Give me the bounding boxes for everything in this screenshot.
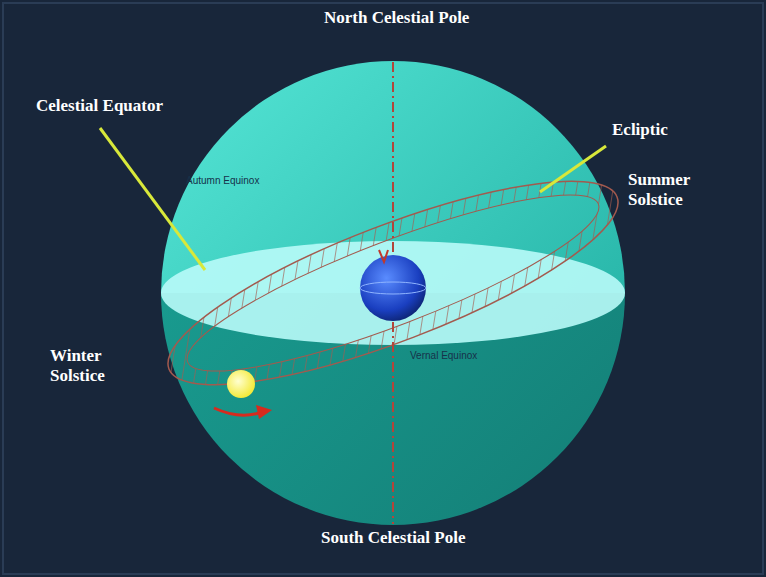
- region-label: Ecliptic: [612, 120, 668, 140]
- leader-line: [100, 128, 205, 270]
- region-label: Celestial Equator: [36, 96, 163, 116]
- point-label: Autumn Equinox: [186, 175, 259, 187]
- region-label: Summer Solstice: [628, 170, 738, 209]
- region-label: North Celestial Pole: [324, 8, 469, 28]
- leader-line: [540, 146, 606, 192]
- region-label: Winter Solstice: [50, 346, 150, 385]
- point-label: Vernal Equinox: [410, 350, 477, 362]
- region-label: South Celestial Pole: [321, 528, 466, 548]
